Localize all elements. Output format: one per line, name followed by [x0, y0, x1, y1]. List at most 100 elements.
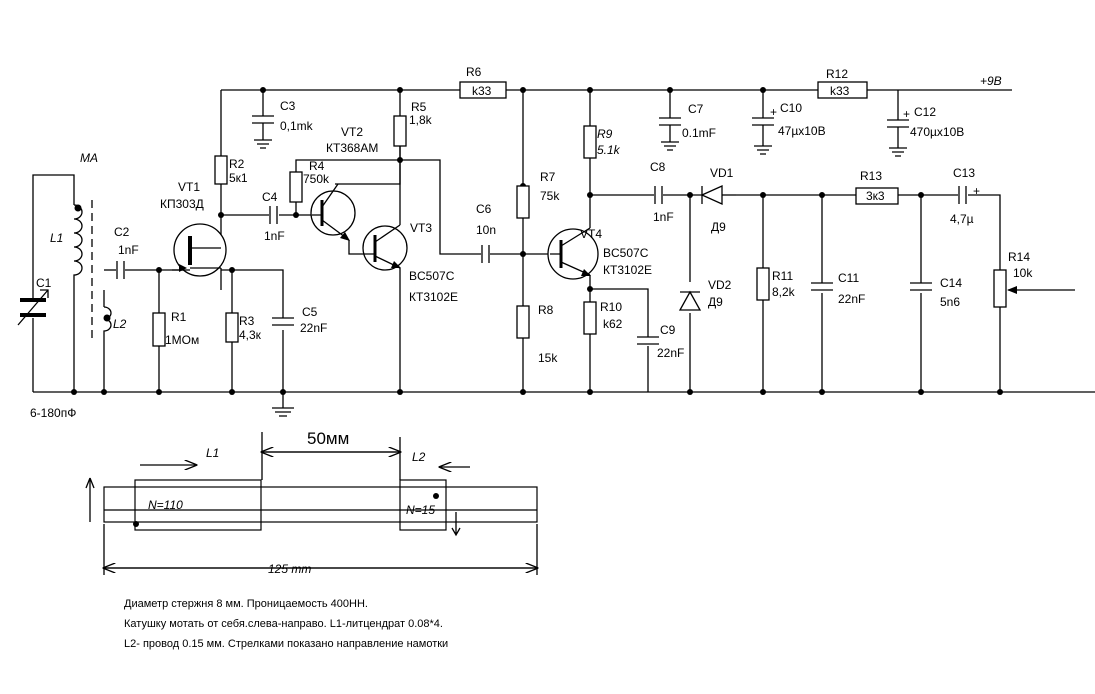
label-c4-val: 1nF: [264, 229, 285, 243]
resistor-r4: [289, 171, 303, 203]
transistor-vt3: [348, 224, 408, 271]
capacitor-c3: [252, 115, 274, 149]
label-r5-val: 1,8k: [409, 113, 433, 127]
coil-l2: [103, 306, 112, 343]
label-l1: L1: [50, 231, 63, 245]
label-l2: L2: [113, 317, 127, 331]
label-c11: C11: [838, 271, 859, 285]
transistor-vt4: [547, 227, 599, 280]
label-r10: R10: [600, 300, 622, 314]
label-vt2-type: КТ368АМ: [326, 141, 378, 155]
resistor-r5: [393, 115, 407, 147]
label-r3-val: 4,3к: [239, 328, 262, 342]
capacitor-c6: [481, 245, 490, 263]
label-vt4: VT4: [580, 227, 602, 241]
transistor-vt2: [310, 183, 356, 241]
label-r9-val: 5.1k: [597, 143, 621, 157]
label-r7: R7: [540, 170, 556, 184]
label-r1-val: 1МОм: [165, 333, 199, 347]
resistor-r2: [214, 155, 228, 185]
label-c8-val: 1nF: [653, 210, 674, 224]
label-c10: C10: [780, 101, 802, 115]
label-vt1: VT1: [178, 180, 200, 194]
label-c9-val: 22nF: [657, 346, 684, 360]
capacitor-c8: [654, 186, 663, 204]
coil-label-l1: L1: [206, 446, 219, 460]
coil-diagram: 50мм L1 L2 N=110 N=15 125 mm: [85, 429, 538, 576]
capacitor-c1: [17, 289, 49, 326]
label-r11-val: 8,2k: [772, 285, 796, 299]
label-r2-val: 5к1: [229, 171, 248, 185]
label-r1: R1: [171, 310, 187, 324]
label-r4-val: 750k: [303, 172, 330, 186]
capacitor-c13: [958, 186, 967, 204]
label-c14: C14: [940, 276, 962, 290]
label-c4: C4: [262, 190, 278, 204]
label-r2: R2: [229, 157, 245, 171]
resistor-r1: [152, 312, 166, 347]
label-vt2: VT2: [341, 125, 363, 139]
resistor-r10: [583, 301, 597, 335]
label-c12-val: 470µx10В: [910, 125, 964, 139]
capacitor-c4: [269, 206, 278, 224]
note-line-1: Диаметр стержня 8 мм. Проницаемость 400Н…: [124, 598, 368, 610]
label-r11: R11: [772, 269, 793, 283]
diode-vd2: [678, 290, 702, 311]
junction-dots: [71, 87, 1003, 395]
label-c10-val: 47µx10В: [778, 124, 826, 138]
label-c2-val: 1nF: [118, 243, 139, 257]
label-c3-val: 0,1mk: [280, 119, 314, 133]
label-r12: R12: [826, 67, 848, 81]
label-c5-val: 22nF: [300, 321, 327, 335]
label-c5: C5: [302, 305, 318, 319]
potentiometer-r14: [993, 269, 1075, 308]
label-ma: МА: [80, 151, 98, 165]
label-c10-plus: +: [770, 105, 777, 119]
label-c8: C8: [650, 160, 666, 174]
turns-l1: N=110: [148, 498, 183, 512]
label-vt4-type2: КТ3102Е: [603, 263, 652, 277]
label-vt3: VT3: [410, 221, 432, 235]
coil-l1-winding: [134, 479, 262, 531]
capacitor-c11: [811, 282, 833, 291]
capacitor-c5: [272, 317, 294, 326]
capacitor-c10: [752, 117, 774, 155]
label-r12-val: k33: [830, 84, 850, 98]
label-c2: C2: [114, 225, 130, 239]
capacitor-c9: [637, 336, 659, 345]
capacitor-c14: [910, 282, 932, 291]
length-label: 125 mm: [268, 562, 311, 576]
resistor-r12: [817, 81, 868, 99]
ferrite-rod: [103, 486, 538, 523]
note-line-3: L2- провод 0.15 мм. Стрелками показано н…: [124, 638, 449, 650]
label-c1-range: 6-180пФ: [30, 406, 76, 420]
label-vt4-type: BC507C: [603, 246, 649, 260]
note-line-2: Катушку мотать от себя.слева-направо. L1…: [124, 618, 443, 630]
label-c13-val: 4,7µ: [950, 212, 974, 226]
label-r6: R6: [466, 65, 482, 79]
label-c1: C1: [36, 276, 52, 290]
resistor-r8: [516, 305, 530, 339]
label-c13-plus: +: [973, 184, 980, 198]
label-supply: +9В: [980, 74, 1002, 88]
label-r8-val: 15k: [538, 351, 558, 365]
capacitor-c7: [659, 117, 681, 151]
label-vd2: VD2: [708, 278, 732, 292]
label-c12-plus: +: [903, 107, 910, 121]
label-r13: R13: [860, 169, 882, 183]
label-c6: C6: [476, 202, 492, 216]
label-r10-val: k62: [603, 317, 623, 331]
label-c11-val: 22nF: [838, 292, 865, 306]
label-c3: C3: [280, 99, 296, 113]
label-r14: R14: [1008, 250, 1030, 264]
label-r7-val: 75k: [540, 189, 560, 203]
capacitor-c12: [887, 119, 909, 157]
dimension-label: 50мм: [307, 429, 349, 448]
diode-vd1: [700, 184, 736, 206]
ground-icon: [272, 392, 294, 417]
coil-l1: [73, 200, 93, 340]
label-r9: R9: [597, 127, 613, 141]
label-vd1: VD1: [710, 166, 734, 180]
label-vd1-type: Д9: [711, 220, 726, 234]
